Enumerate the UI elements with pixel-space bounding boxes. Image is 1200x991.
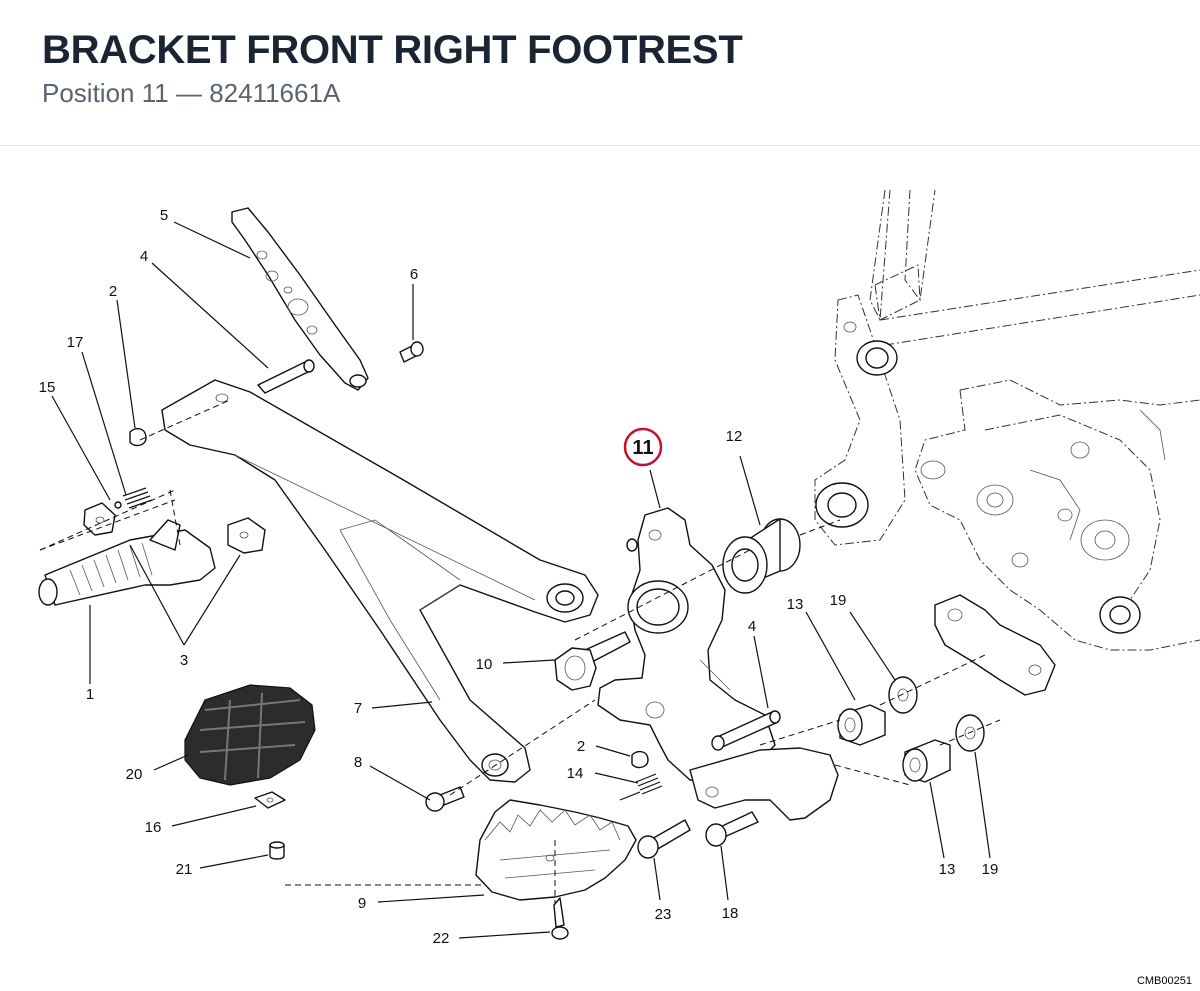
page-header: BRACKET FRONT RIGHT FOOTREST Position 11… bbox=[0, 0, 1200, 146]
footpeg-bracket bbox=[161, 379, 599, 783]
callout-15: 15 bbox=[39, 379, 56, 396]
screw-upper bbox=[399, 341, 424, 363]
callout-3: 3 bbox=[180, 652, 188, 669]
callout-20: 20 bbox=[126, 766, 143, 783]
square-nut bbox=[254, 791, 286, 809]
callout-5: 5 bbox=[160, 207, 168, 224]
callout-13-lower: 13 bbox=[939, 861, 956, 878]
callout-7: 7 bbox=[354, 700, 362, 717]
bolt-large bbox=[554, 631, 631, 691]
callout-22: 22 bbox=[433, 930, 450, 947]
footpeg-body bbox=[475, 799, 637, 901]
spring-lower bbox=[619, 773, 663, 801]
footpeg-plate-right bbox=[227, 517, 266, 554]
footpeg-plate-left bbox=[83, 502, 116, 536]
frame-outline bbox=[814, 189, 1200, 546]
part-number: 82411661A bbox=[209, 78, 341, 108]
leader-lines bbox=[51, 221, 991, 939]
highlighted-callout-label: 11 bbox=[632, 437, 653, 459]
position-label: Position 11 bbox=[42, 78, 169, 108]
callout-4: 4 bbox=[140, 248, 148, 265]
clip-lower bbox=[631, 750, 649, 769]
bolt-pivot-right bbox=[705, 811, 759, 847]
callout-23: 23 bbox=[655, 906, 672, 923]
page-title: BRACKET FRONT RIGHT FOOTREST bbox=[42, 28, 743, 72]
rider-footpeg-rubber bbox=[44, 529, 216, 606]
callout-10: 10 bbox=[476, 656, 493, 673]
callout-19-upper: 19 bbox=[830, 592, 847, 609]
page-subtitle: Position 11 — 82411661A bbox=[42, 78, 340, 109]
bushing bbox=[722, 518, 801, 594]
spacer-upper-pair bbox=[837, 676, 918, 746]
diagram-code: CMB00251 bbox=[1136, 975, 1192, 987]
callout-13-upper: 13 bbox=[787, 596, 804, 613]
subtitle-separator: — bbox=[175, 78, 202, 108]
callout-14: 14 bbox=[567, 765, 584, 782]
footpeg-mount-plate bbox=[689, 747, 839, 821]
callout-8: 8 bbox=[354, 754, 362, 771]
callout-16: 16 bbox=[145, 819, 162, 836]
callout-6: 6 bbox=[410, 266, 418, 283]
highlighted-callout-11[interactable]: 11 bbox=[623, 427, 663, 467]
footpeg-rubber-pad bbox=[184, 684, 316, 786]
callout-21: 21 bbox=[176, 861, 193, 878]
callout-2-lower: 2 bbox=[577, 738, 585, 755]
callout-18: 18 bbox=[722, 905, 739, 922]
callout-2: 2 bbox=[109, 283, 117, 300]
clip-upper bbox=[129, 427, 147, 447]
spacer-bush bbox=[269, 841, 285, 860]
engine-outline bbox=[914, 379, 1200, 651]
callout-9: 9 bbox=[358, 895, 366, 912]
spacer-lower-pair bbox=[902, 714, 985, 783]
bolt-pivot-left bbox=[637, 819, 691, 859]
bolt-bracket bbox=[425, 786, 465, 812]
callout-labels: 5 4 6 2 17 15 3 1 12 10 4 13 19 7 2 14 8… bbox=[39, 207, 999, 947]
footpeg-ribs bbox=[69, 542, 153, 596]
callout-17: 17 bbox=[67, 334, 84, 351]
callout-19-lower: 19 bbox=[982, 861, 999, 878]
callout-4-lower: 4 bbox=[748, 618, 756, 635]
screw-bottom bbox=[551, 897, 569, 940]
callout-12: 12 bbox=[726, 428, 743, 445]
callout-1: 1 bbox=[86, 686, 94, 703]
pin-lower bbox=[711, 710, 781, 751]
spring-upper bbox=[122, 487, 153, 509]
engine-mount-plate bbox=[934, 594, 1056, 696]
